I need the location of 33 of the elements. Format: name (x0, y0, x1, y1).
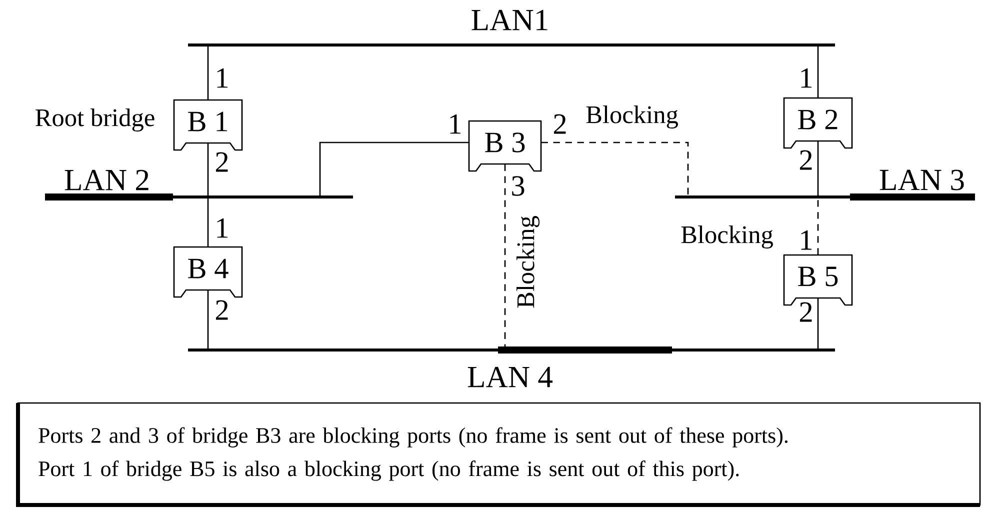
port-number: 3 (510, 175, 526, 197)
port-number: 1 (214, 68, 230, 88)
port-number: 1 (798, 68, 814, 88)
link-line (207, 45, 209, 100)
status-label: Blocking (680, 224, 774, 250)
link-line (817, 197, 819, 255)
bridge-box: B 2 (783, 97, 853, 149)
note-box: Ports 2 and 3 of bridge B3 are blocking ports (no frame is sent out of these ports). Port 1 of bridge B5 is also a blocking port (no frame is sent out of this port). (16, 402, 981, 507)
bus-label: LAN 2 (64, 170, 148, 190)
link-line (207, 197, 209, 247)
link-line (207, 143, 209, 197)
bridge-caption: Root bridge (36, 108, 154, 132)
port-number: 1 (798, 230, 814, 250)
link-line (817, 141, 819, 197)
bus-label: LAN1 (472, 10, 548, 30)
status-label: Blocking (516, 214, 540, 310)
bridge-box: B 1 (173, 99, 243, 151)
link-line (207, 290, 209, 350)
port-number: 1 (214, 218, 230, 238)
bridge-box: B 4 (173, 246, 243, 298)
status-label: Blocking (584, 104, 680, 130)
port-number: 2 (552, 114, 568, 134)
port-number: 2 (214, 152, 230, 172)
bridge-box: B 3 (468, 120, 542, 172)
port-number: 2 (214, 300, 230, 320)
link-line (817, 45, 819, 98)
link-line (817, 298, 819, 350)
bus-label: LAN 3 (880, 170, 964, 190)
bus-label: LAN 4 (468, 366, 553, 388)
port-number: 1 (447, 114, 463, 134)
port-number: 2 (798, 150, 814, 170)
link-line (541, 142, 689, 197)
link-line (319, 142, 469, 197)
